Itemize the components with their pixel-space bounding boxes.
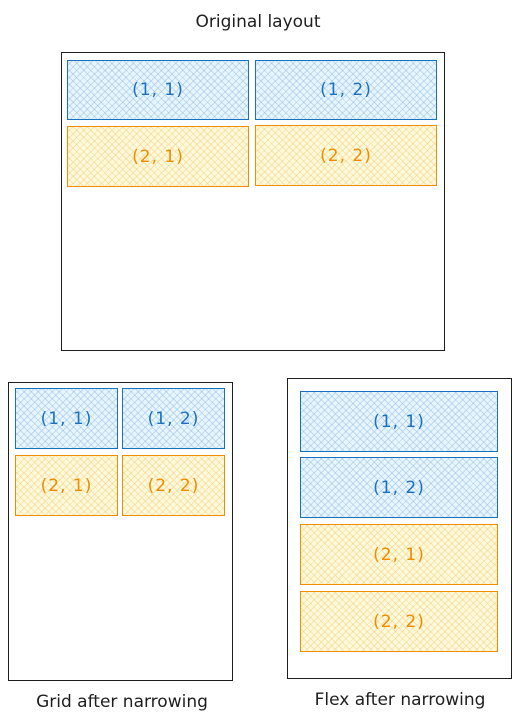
flex-cell-2-1: (2, 1) bbox=[300, 524, 498, 585]
flex-cell-1-1: (1, 1) bbox=[300, 391, 498, 452]
flex-cell-1-2: (1, 2) bbox=[300, 457, 498, 518]
flex-cell-2-2: (2, 2) bbox=[300, 591, 498, 652]
original-layout-title: Original layout bbox=[195, 12, 321, 32]
grid-cell-2-1: (2, 1) bbox=[15, 455, 118, 516]
original-cell-1-2: (1, 2) bbox=[255, 60, 437, 120]
flex-layout-title: Flex after narrowing bbox=[314, 690, 486, 710]
original-layout-frame: (1, 1) (1, 2) (2, 1) (2, 2) bbox=[61, 52, 445, 351]
grid-cell-1-2: (1, 2) bbox=[122, 388, 225, 449]
grid-cell-1-1: (1, 1) bbox=[15, 388, 118, 449]
flex-layout-frame: (1, 1) (1, 2) (2, 1) (2, 2) bbox=[287, 378, 512, 679]
original-cell-1-1: (1, 1) bbox=[67, 60, 249, 120]
grid-layout-title: Grid after narrowing bbox=[36, 692, 208, 712]
grid-cell-2-2: (2, 2) bbox=[122, 455, 225, 516]
original-cell-2-2: (2, 2) bbox=[255, 125, 437, 186]
original-cell-2-1: (2, 1) bbox=[67, 126, 249, 187]
grid-layout-frame: (1, 1) (1, 2) (2, 1) (2, 2) bbox=[8, 382, 233, 681]
